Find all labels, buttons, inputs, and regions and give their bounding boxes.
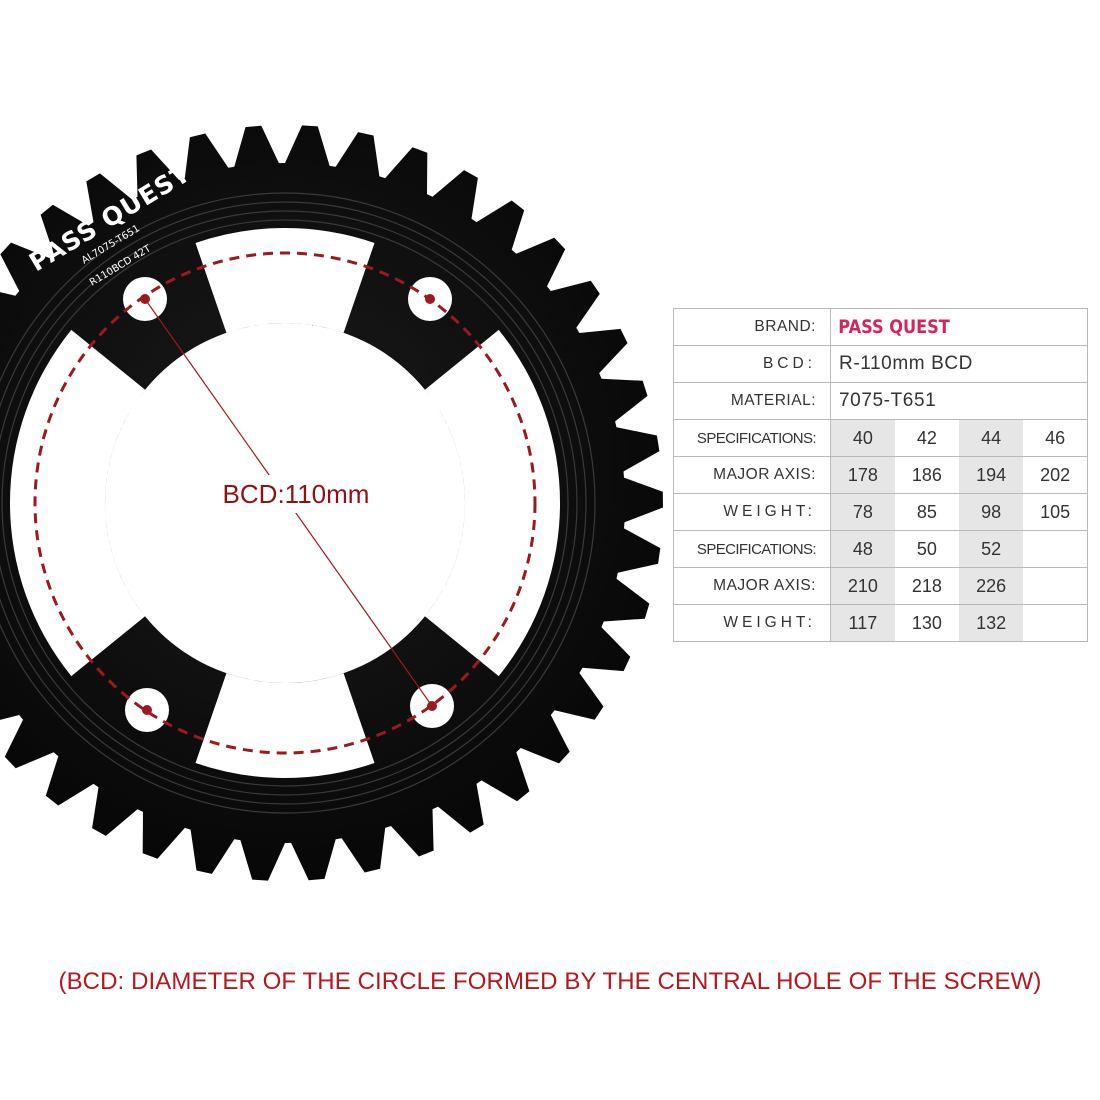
- table-cell: 210: [830, 567, 895, 605]
- table-cell: 117: [830, 604, 895, 642]
- weight-label: WEIGHT:: [673, 604, 831, 642]
- material-label: MATERIAL:: [673, 382, 831, 420]
- bcd-label-backdrop: [212, 475, 380, 513]
- specifications-table: BRAND: PASS QUEST BCD: R-110mm BCD MATER…: [673, 308, 1089, 642]
- bcd-row-label: BCD:: [673, 345, 831, 383]
- table-cell: 40: [830, 419, 895, 457]
- table-cell: 218: [894, 567, 959, 605]
- brand-label: BRAND:: [673, 308, 831, 346]
- specifications-label: SPECIFICATIONS:: [673, 530, 831, 568]
- table-cell: 42: [894, 419, 959, 457]
- table-cell: 46: [1023, 419, 1089, 457]
- table-cell: 98: [959, 493, 1024, 531]
- chainring-grooves: [0, 192, 596, 814]
- table-row: MAJOR AXIS: 210 218 226: [673, 567, 1089, 605]
- table-cell: 178: [830, 456, 895, 494]
- table-cell: 132: [959, 604, 1024, 642]
- weight-label: WEIGHT:: [673, 493, 831, 531]
- table-cell: 85: [894, 493, 959, 531]
- table-cell: [1023, 530, 1089, 568]
- machining-groove: [0, 210, 578, 796]
- machining-groove: [1, 219, 569, 787]
- table-cell: 48: [830, 530, 895, 568]
- table-cell: 105: [1023, 493, 1089, 531]
- bcd-circle: [33, 251, 537, 755]
- major-axis-label: MAJOR AXIS:: [673, 456, 831, 494]
- table-row: SPECIFICATIONS: 48 50 52: [673, 530, 1089, 568]
- table-cell: 226: [959, 567, 1024, 605]
- table-row: MATERIAL: 7075-T651: [673, 382, 1088, 420]
- material-value: 7075-T651: [830, 382, 1088, 420]
- table-cell: 52: [959, 530, 1024, 568]
- brand-logo-text: PASS QUEST: [830, 308, 1050, 346]
- table-row: WEIGHT: 78 85 98 105: [673, 493, 1089, 531]
- table-row: BCD: R-110mm BCD: [673, 345, 1088, 383]
- machining-groove: [0, 201, 587, 805]
- bcd-value: R-110mm BCD: [830, 345, 1088, 383]
- table-row: BRAND: PASS QUEST: [673, 308, 1088, 346]
- major-axis-label: MAJOR AXIS:: [673, 567, 831, 605]
- chainring-body: [0, 125, 663, 881]
- table-cell: 194: [959, 456, 1024, 494]
- table-cell: 50: [894, 530, 959, 568]
- table-cell: 78: [830, 493, 895, 531]
- table-row: MAJOR AXIS: 178 186 194 202: [673, 456, 1089, 494]
- table-cell: 130: [894, 604, 959, 642]
- machining-groove: [0, 192, 596, 814]
- bcd-label: BCD:110mm: [223, 479, 370, 509]
- table-row: WEIGHT: 117 130 132: [673, 604, 1089, 642]
- specifications-label: SPECIFICATIONS:: [673, 419, 831, 457]
- table-cell: [1023, 604, 1089, 642]
- table-cell: 186: [894, 456, 959, 494]
- table-row: SPECIFICATIONS: 40 42 44 46: [673, 419, 1089, 457]
- table-cell: 202: [1023, 456, 1089, 494]
- table-cell: 44: [959, 419, 1024, 457]
- bcd-definition-note: (BCD: DIAMETER OF THE CIRCLE FORMED BY T…: [58, 968, 1042, 995]
- table-cell: [1023, 567, 1089, 605]
